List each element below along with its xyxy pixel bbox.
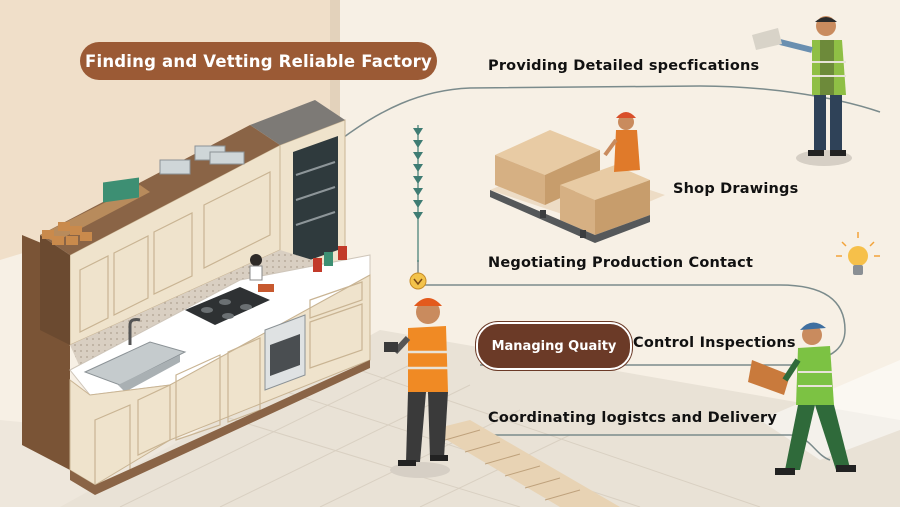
step-quality-control: Control Inspections [633, 335, 796, 351]
chevron-down-icon [409, 272, 427, 290]
qc-pill: Managing Quaity [476, 322, 632, 370]
lightbulb-icon [836, 232, 880, 275]
floor-planks [430, 420, 620, 507]
step-specifications: Providing Detailed specfications [488, 58, 760, 74]
step-negotiating: Negotiating Production Contact [488, 255, 754, 271]
site-worker [384, 298, 450, 478]
step-logistics: Coordinating logistcs and Delivery [488, 410, 777, 426]
inspector-worker [752, 16, 852, 166]
walking-worker [748, 322, 856, 475]
pallet-stack [490, 130, 665, 243]
title-pill: Finding and Vetting Reliable Factory [80, 42, 437, 80]
step-shop-drawings: Shop Drawings [673, 181, 799, 197]
process-path [339, 85, 881, 461]
kitchen [22, 100, 371, 495]
warehouse-worker [603, 112, 640, 172]
